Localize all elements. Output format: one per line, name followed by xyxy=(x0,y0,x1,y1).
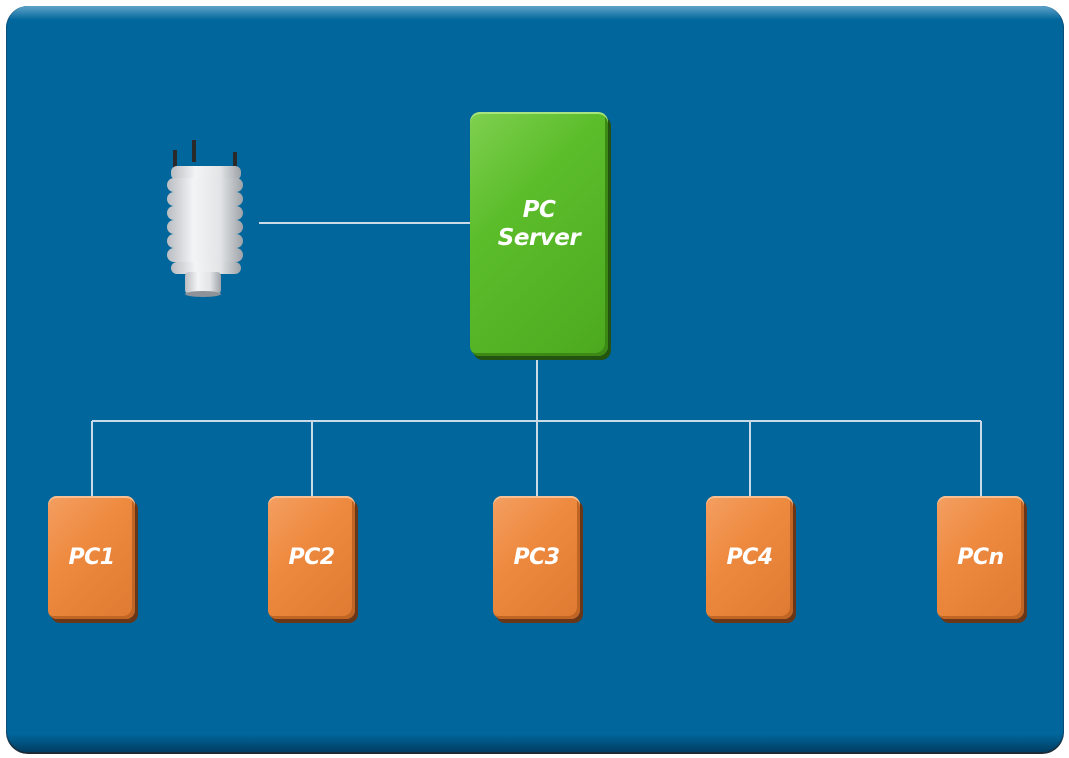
client-node-pcn: PCn xyxy=(937,496,1024,619)
client-node-pc1: PC1 xyxy=(48,496,135,619)
client-node-pc4: PC4 xyxy=(706,496,793,619)
pc-server-label: PC Server xyxy=(497,197,581,251)
client-node-pc3: PC3 xyxy=(493,496,580,619)
client-label: PCn xyxy=(957,544,1004,570)
client-label: PC1 xyxy=(68,544,115,570)
client-label: PC3 xyxy=(513,544,560,570)
client-label: PC2 xyxy=(288,544,335,570)
client-label: PC4 xyxy=(726,544,773,570)
client-node-pc2: PC2 xyxy=(268,496,355,619)
pc-server-node: PC Server xyxy=(470,112,608,356)
weather-sensor-icon xyxy=(167,140,243,297)
